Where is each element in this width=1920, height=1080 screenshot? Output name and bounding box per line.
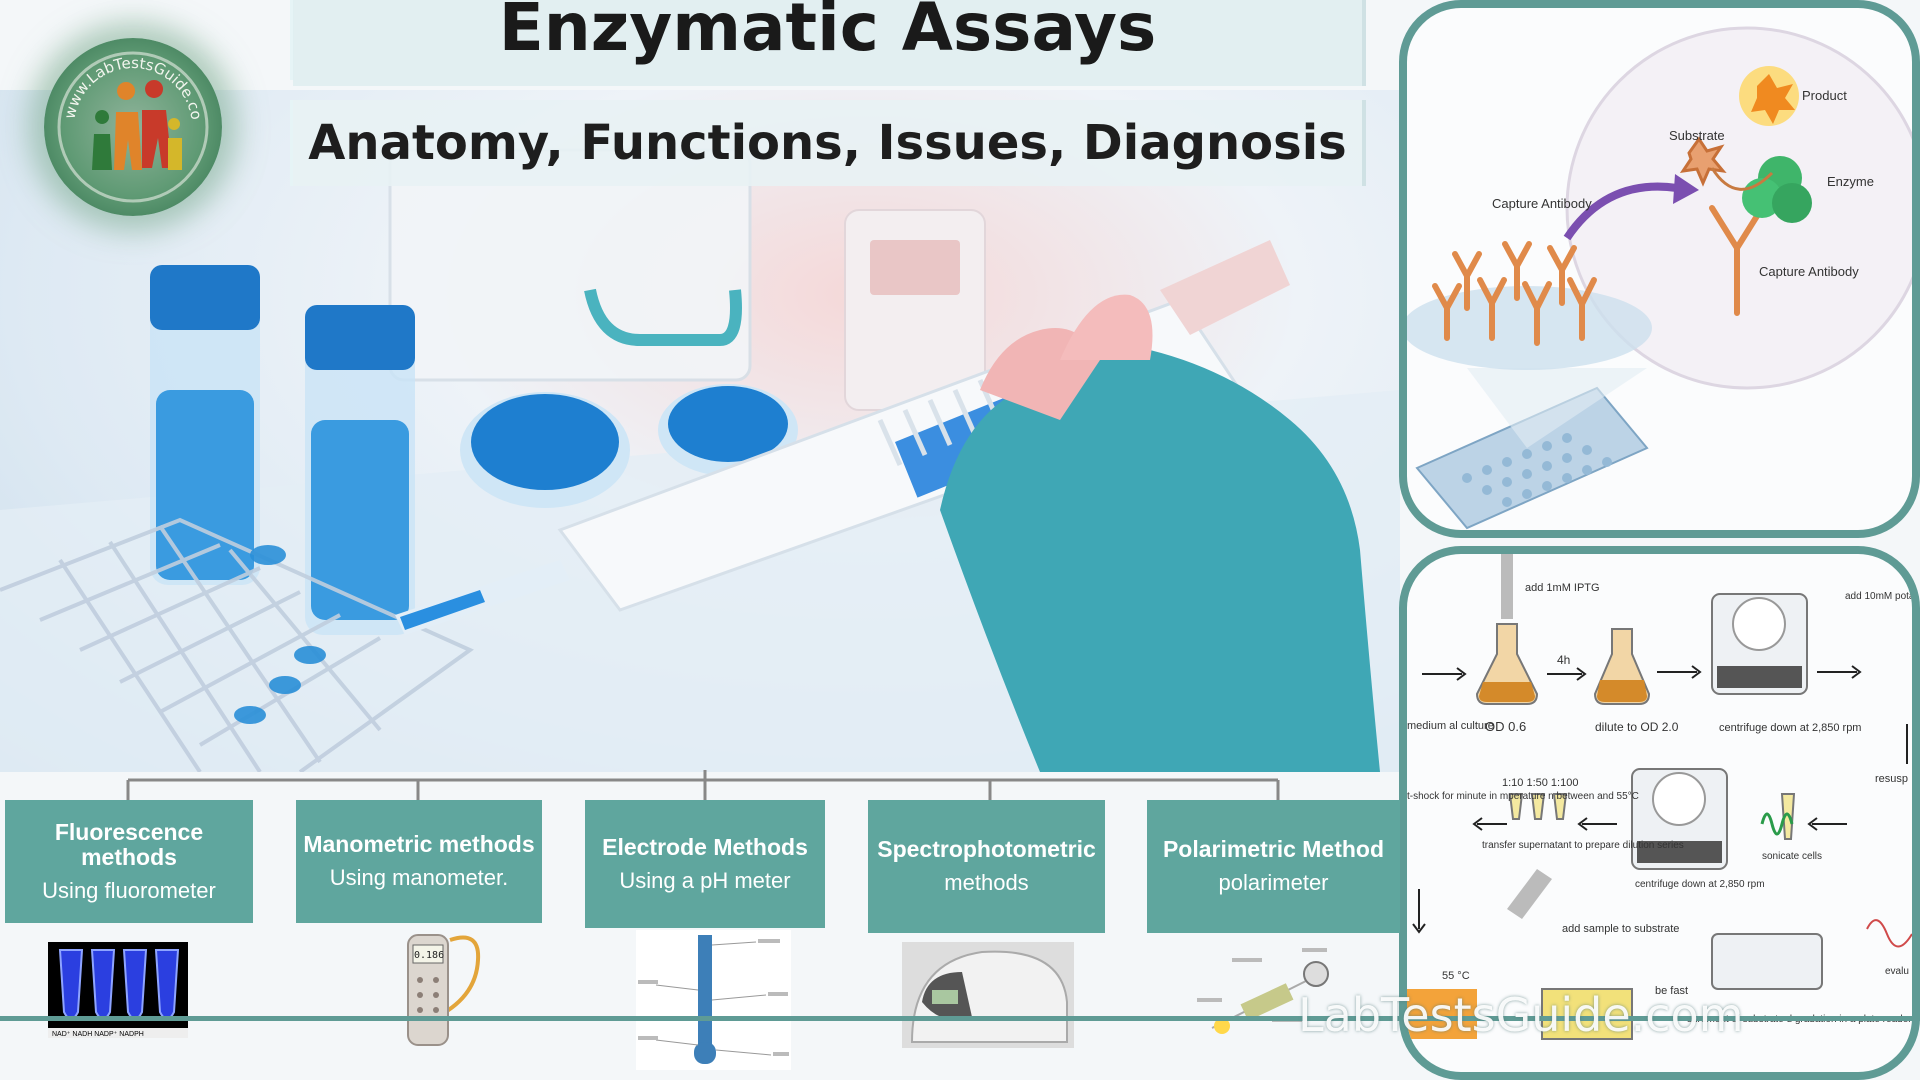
label-dilutions: 1:10 1:50 1:100 (1502, 777, 1578, 789)
hero-lab-photo (0, 90, 1400, 772)
logo-text: www.LabTestsGuide.com (44, 38, 206, 121)
methods-connector-tree (126, 770, 1280, 800)
method-card-spectrophotometric[interactable]: Spectrophotometric methods (868, 800, 1105, 933)
method-subtitle: Using manometer. (329, 865, 509, 890)
label-sonicate: sonicate cells (1762, 851, 1822, 862)
label-medium-culture: medium al culture (1407, 720, 1494, 732)
label-add-buffer: add 10mM potassium phosphate buffer (1845, 591, 1912, 602)
family-icon (92, 80, 182, 170)
watermark: LabTestsGuide.com (1298, 988, 1744, 1042)
footer-divider (0, 1016, 1920, 1021)
label-centrifuge-2: centrifuge down at 2,850 rpm (1635, 879, 1765, 890)
page-subtitle: Anatomy, Functions, Issues, Diagnosis (308, 115, 1347, 171)
label-product: Product (1802, 88, 1847, 103)
method-subtitle: methods (944, 870, 1029, 895)
label-dilute: dilute to OD 2.0 (1595, 720, 1679, 734)
title-bar-accent (290, 0, 294, 80)
subtitle-bar-accent (290, 100, 294, 186)
method-card-fluorescence[interactable]: Fluorescence methods Using fluorometer (5, 800, 253, 923)
method-title: Electrode Methods (602, 833, 808, 860)
manometer-device-image: 0.186 (390, 920, 490, 1050)
method-subtitle: Using a pH meter (619, 867, 791, 893)
label-od-06: OD 0.6 (1485, 719, 1526, 734)
spectrophotometer-image (902, 942, 1074, 1048)
method-title: Spectrophotometric (877, 836, 1096, 862)
label-be-fast: be fast (1655, 985, 1688, 997)
tube-labels: NAD⁺ NADH NADP⁺ NADPH (52, 1031, 144, 1038)
workflow-diagram-panel: add 1mM IPTG 4h add 10mM potassium phosp… (1399, 546, 1920, 1080)
method-subtitle: Using fluorometer (42, 877, 216, 903)
label-capture-antibody-right: Capture Antibody (1759, 264, 1859, 279)
svg-text:www.LabTestsGuide.com: www.LabTestsGuide.com (44, 38, 206, 121)
label-substrate: Substrate (1669, 128, 1725, 143)
label-heat-shock: t-shock for minute in mperature n betwee… (1407, 791, 1639, 802)
method-card-electrode[interactable]: Electrode Methods Using a pH meter (585, 800, 825, 928)
label-temp: 55 °C (1442, 970, 1470, 982)
page-title: Enzymatic Assays (498, 0, 1157, 66)
label-evalu: evalu of re (1885, 966, 1912, 977)
label-enzyme: Enzyme (1827, 174, 1874, 189)
label-transfer: transfer supernatant to prepare dilution… (1482, 840, 1684, 851)
method-subtitle: polarimeter (1218, 870, 1329, 895)
label-capture-antibody-left: Capture Antibody (1492, 196, 1592, 211)
label-add-sample: add sample to substrate (1562, 923, 1679, 935)
subtitle-bar: Anatomy, Functions, Issues, Diagnosis (293, 100, 1366, 186)
label-resusp: resusp (1875, 773, 1908, 785)
method-title: Manometric methods (303, 831, 535, 857)
title-bar: Enzymatic Assays (293, 0, 1366, 86)
label-4h: 4h (1557, 653, 1570, 667)
label-centrifuge-1: centrifuge down at 2,850 rpm (1719, 722, 1861, 734)
method-card-manometric[interactable]: Manometric methods Using manometer. (296, 800, 542, 923)
elisa-diagram-panel: Product Substrate Enzyme Capture Antibod… (1399, 0, 1920, 538)
label-add-iptg: add 1mM IPTG (1525, 582, 1600, 594)
method-title: Fluorescence methods (54, 818, 204, 870)
ph-electrode-diagram-image (636, 930, 791, 1070)
method-card-polarimetric[interactable]: Polarimetric Method polarimeter (1147, 800, 1400, 933)
site-logo: www.LabTestsGuide.com (44, 38, 222, 216)
fluorescence-tubes-image: NAD⁺ NADH NADP⁺ NADPH (48, 942, 188, 1038)
manometer-reading: 0.186 (414, 950, 444, 961)
method-title: Polarimetric Method (1162, 836, 1385, 862)
